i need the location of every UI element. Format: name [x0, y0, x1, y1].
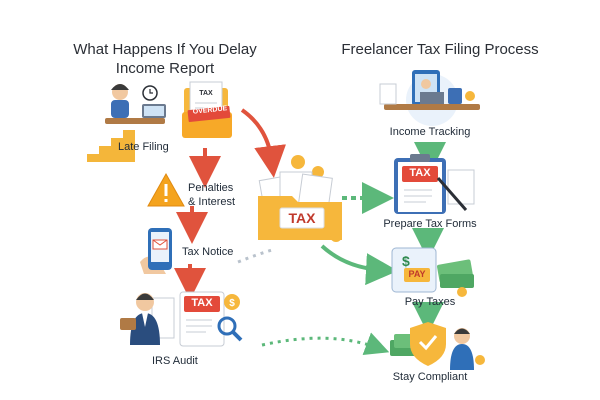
label-stay-compliant: Stay Compliant: [392, 371, 468, 383]
label-pay-taxes: Pay Taxes: [404, 296, 456, 308]
arrow-audit-to-compliant: [261, 332, 390, 356]
forms-badge: TAX: [409, 167, 431, 179]
arrow-to-center-folder: [240, 108, 287, 178]
audit-doc-label: TAX: [191, 297, 213, 309]
pay-badge: PAY: [408, 269, 426, 279]
audit-document-icon: $: [179, 291, 243, 347]
arrow-folder-to-pay: [320, 244, 398, 286]
label-penalties-line1: Penalties: [188, 182, 234, 194]
dotted-link-notice: [237, 248, 273, 264]
svg-text:$: $: [229, 298, 235, 309]
left-title-line1: What Happens If You Delay: [73, 41, 257, 58]
phone-notice-icon: [140, 228, 172, 274]
left-title-line2: Income Report: [115, 60, 215, 77]
right-title: Freelancer Tax Filing Process: [341, 41, 539, 58]
label-penalties: Penalties & Interest: [188, 181, 235, 209]
warning-icon: [147, 172, 185, 207]
label-income-tracking: Income Tracking: [389, 126, 471, 138]
svg-text:$: $: [402, 253, 410, 269]
label-tax-notice: Tax Notice: [182, 246, 234, 258]
shield-check-icon: [390, 322, 485, 370]
label-penalties-line2: & Interest: [188, 196, 236, 208]
overdue-folder-icon: [182, 81, 232, 138]
folder-tab-label: TAX: [199, 90, 213, 97]
left-title: What Happens If You Delay Income Report: [55, 40, 275, 78]
label-irs-audit: IRS Audit: [152, 355, 198, 367]
laptop-person-icon: [379, 70, 480, 126]
clipboard-icon: [394, 154, 475, 214]
pay-check-icon: $: [391, 247, 474, 297]
center-tax-folder: [258, 155, 342, 242]
auditor-icon: [120, 293, 175, 345]
label-late-filing: Late Filing: [118, 141, 169, 153]
late-filing-person-icon: [75, 84, 166, 162]
center-folder-label: TAX: [288, 210, 316, 226]
label-prepare-tax-forms: Prepare Tax Forms: [383, 218, 477, 230]
